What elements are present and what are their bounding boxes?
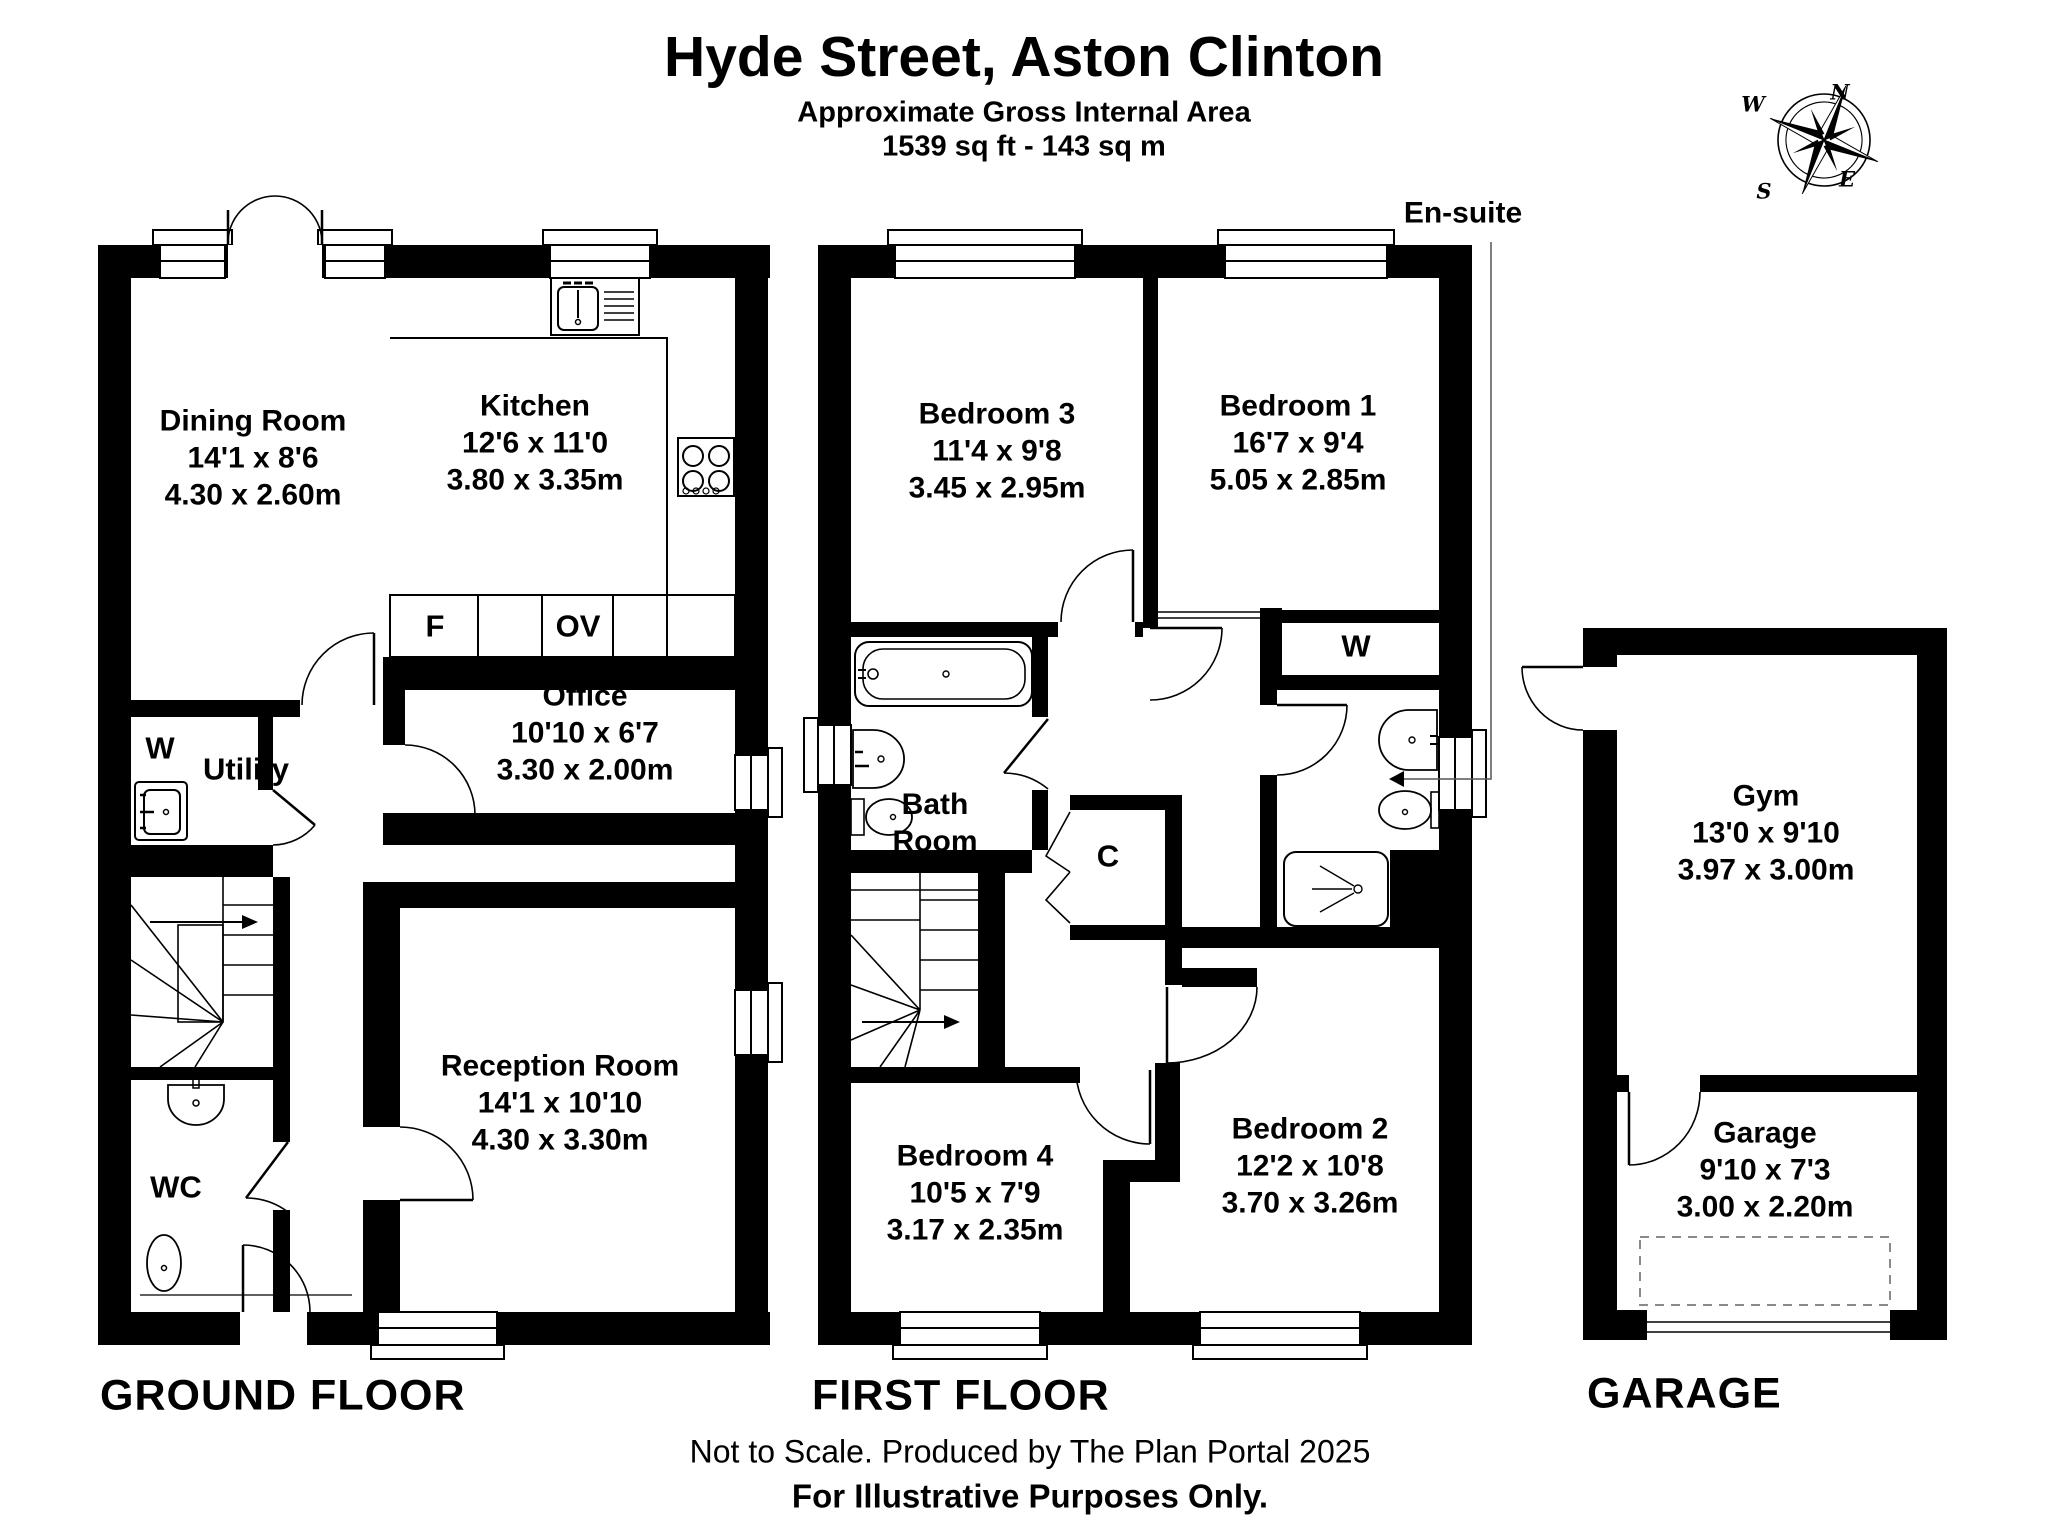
bath-icon: [854, 641, 1033, 707]
wc-fixtures: [140, 1077, 352, 1296]
ground-windows: [152, 229, 783, 1360]
ensuite-callout-label: En-suite: [1403, 196, 1523, 230]
office-label: Office 10'10 x 6'7 3.30 x 2.00m: [497, 678, 674, 789]
ground-floor-title: GROUND FLOOR: [100, 1371, 466, 1420]
kitchen-label: Kitchen 12'6 x 11'0 3.80 x 3.35m: [447, 388, 624, 499]
dining-room-imperial: 14'1 x 8'6: [187, 441, 319, 475]
ground-stairs: [130, 877, 290, 1068]
door-arcs: [227, 195, 476, 1313]
bedroom4-name: Bedroom 4: [896, 1139, 1054, 1173]
compass-s-label: S: [1756, 178, 1772, 204]
ground-doors: [226, 195, 476, 1313]
fridge-label: F: [425, 608, 445, 644]
bedroom3-imperial: 11'4 x 9'8: [932, 434, 1062, 468]
utility-sink-icon: [134, 781, 188, 841]
bedroom3-label: Bedroom 3 11'4 x 9'8 3.45 x 2.95m: [909, 396, 1086, 507]
garage-door-zone: [1639, 1236, 1891, 1306]
kitchen-sink-icon: [550, 277, 640, 336]
ensuite-toilet-icon: [1378, 790, 1440, 830]
gym-metric: 3.97 x 3.00m: [1677, 853, 1855, 887]
page-title: Hyde Street, Aston Clinton: [664, 25, 1384, 89]
bedroom3-name: Bedroom 3: [918, 397, 1076, 431]
bedroom2-imperial: 12'2 x 10'8: [1236, 1149, 1384, 1183]
reception-name: Reception Room: [440, 1049, 680, 1083]
compass-rose-icon: [1769, 85, 1879, 195]
ground-door-openings: [228, 245, 322, 1345]
office-imperial: 10'10 x 6'7: [511, 716, 659, 750]
gross-area: 1539 sq ft - 143 sq m: [882, 130, 1166, 163]
kitchen-metric: 3.80 x 3.35m: [446, 463, 624, 497]
footer-disclaimer: Not to Scale. Produced by The Plan Porta…: [689, 1433, 1371, 1470]
dining-room-label: Dining Room 14'1 x 8'6 4.30 x 2.60m: [160, 403, 347, 514]
dining-room-metric: 4.30 x 2.60m: [164, 478, 342, 512]
shower-icon: [1283, 851, 1389, 927]
reception-imperial: 14'1 x 10'10: [477, 1086, 643, 1120]
garage-title: GARAGE: [1587, 1369, 1782, 1418]
kitchen-counters: [389, 337, 736, 658]
bedroom1-label: Bedroom 1 16'7 x 9'4 5.05 x 2.85m: [1210, 388, 1387, 499]
reception-metric: 4.30 x 3.30m: [471, 1123, 649, 1157]
bedroom4-metric: 3.17 x 2.35m: [886, 1213, 1064, 1247]
hob-icon: [677, 437, 735, 497]
first-floor-title: FIRST FLOOR: [812, 1371, 1110, 1420]
utility-label: Utility: [202, 751, 290, 787]
ensuite-basin-icon: [1378, 709, 1438, 771]
washer-label: W: [145, 730, 175, 766]
bedroom2-metric: 3.70 x 3.26m: [1221, 1186, 1399, 1220]
bedroom4-imperial: 10'5 x 7'9: [909, 1176, 1041, 1210]
reception-room-label: Reception Room 14'1 x 10'10 4.30 x 3.30m: [441, 1048, 679, 1159]
first-interior-walls: [851, 278, 1472, 1312]
compass-w-label: W: [1741, 91, 1765, 117]
bedroom3-metric: 3.45 x 2.95m: [908, 471, 1086, 505]
garage-plan: [1521, 628, 1947, 1340]
gym-label: Gym 13'0 x 9'10 3.97 x 3.00m: [1678, 778, 1855, 889]
ground-interior-walls: [131, 657, 735, 1312]
page-subtitle: Approximate Gross Internal Area: [797, 96, 1251, 129]
office-metric: 3.30 x 2.00m: [496, 753, 674, 787]
oven-label: OV: [555, 608, 601, 644]
kitchen-name: Kitchen: [479, 389, 590, 423]
bathroom-line2: Room: [892, 825, 978, 858]
compass-e-label: E: [1838, 166, 1856, 192]
wc-label: WC: [150, 1169, 202, 1205]
bedroom1-imperial: 16'7 x 9'4: [1232, 426, 1364, 460]
cupboard-label: C: [1096, 838, 1120, 874]
first-floor-plan: [803, 229, 1487, 1360]
ensuite-callout-line: [1389, 242, 1492, 787]
bedroom2-label: Bedroom 2 12'2 x 10'8 3.70 x 3.26m: [1222, 1111, 1399, 1222]
footer-illustrative: For Illustrative Purposes Only.: [791, 1477, 1269, 1515]
compass-n-label: N: [1830, 79, 1850, 105]
bedroom2-name: Bedroom 2: [1231, 1112, 1389, 1146]
first-stairs: [850, 873, 978, 1068]
bedroom1-name: Bedroom 1: [1219, 389, 1377, 423]
first-door-leaves: [1003, 550, 1347, 1144]
bathroom-label: Bath Room: [893, 786, 978, 860]
wardrobe-slider-lines: [1158, 611, 1260, 619]
garage-walls: [1583, 628, 1947, 1340]
bedroom1-metric: 5.05 x 2.85m: [1209, 463, 1387, 497]
gym-imperial: 13'0 x 9'10: [1692, 816, 1840, 850]
garage-name: Garage: [1713, 1116, 1817, 1150]
bedroom4-label: Bedroom 4 10'5 x 7'9 3.17 x 2.35m: [887, 1138, 1064, 1249]
gym-name: Gym: [1732, 779, 1800, 813]
bathroom-line1: Bath: [901, 788, 969, 821]
dining-room-name: Dining Room: [159, 404, 347, 438]
garage-room-label: Garage 9'10 x 7'3 3.00 x 2.20m: [1677, 1115, 1854, 1226]
garage-imperial: 9'10 x 7'3: [1699, 1153, 1831, 1187]
bathroom-basin-icon: [852, 729, 905, 789]
wardrobe-label: W: [1341, 628, 1371, 664]
ground-floor-plan: [98, 195, 783, 1360]
first-doors: [1003, 549, 1348, 1145]
first-door-arcs: [1003, 549, 1348, 1145]
first-windows: [803, 229, 1487, 1360]
kitchen-imperial: 12'6 x 11'0: [461, 426, 609, 460]
garage-metric: 3.00 x 2.20m: [1676, 1190, 1854, 1224]
garage-doors: [1521, 665, 1890, 1333]
office-name: Office: [542, 679, 628, 713]
bathroom-toilet-icon: [850, 798, 913, 836]
